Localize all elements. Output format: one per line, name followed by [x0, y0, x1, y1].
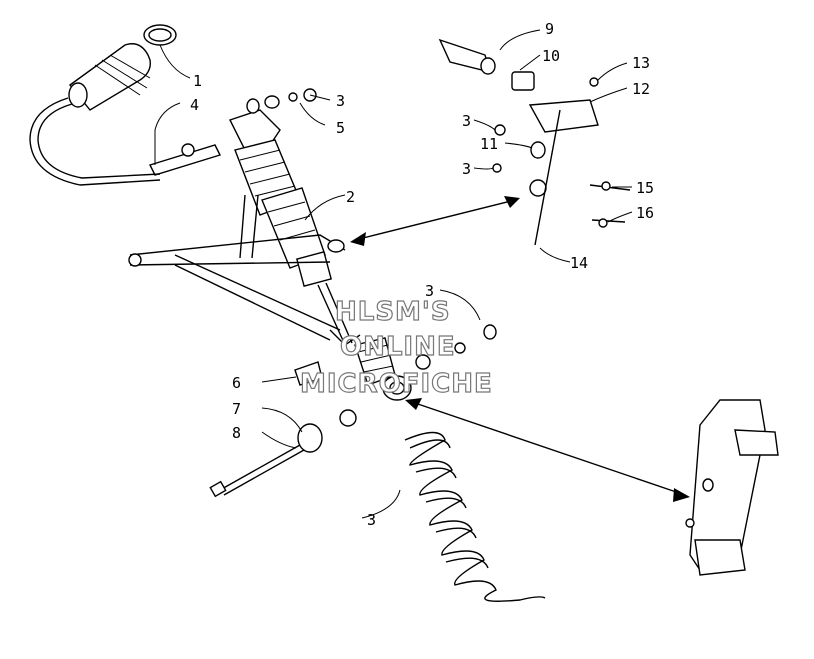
- assembly-arrows: [350, 196, 690, 502]
- adjuster-linkage: [438, 38, 631, 246]
- callout-2: 3: [367, 511, 376, 529]
- callout-9: 9: [545, 20, 554, 38]
- leader-lines: [154, 29, 633, 519]
- watermark-line-1: HLSM'S: [335, 297, 451, 327]
- callout-10: 10: [542, 47, 560, 65]
- callout-labels: 1 4 3 5 2 9 10 13 12 3 11 3 15 16 14 3 6…: [190, 20, 654, 529]
- callout-3-right-b: 3: [462, 160, 471, 178]
- callout-11: 11: [480, 135, 498, 153]
- callout-14: 14: [570, 254, 588, 272]
- callout-8: 8: [232, 424, 241, 442]
- a-arm-frame: [128, 194, 361, 346]
- watermark: HLSM'S ONLINE MICROFICHE: [299, 296, 493, 399]
- callout-5: 5: [336, 119, 345, 137]
- callout-15: 15: [636, 179, 654, 197]
- callout-12: 12: [632, 80, 650, 98]
- mid-hardware: [327, 239, 497, 370]
- callout-3-upper: 3: [336, 92, 345, 110]
- mounting-bracket: [685, 399, 779, 576]
- callout-4: 4: [190, 96, 199, 114]
- lower-bolt-hardware: [209, 361, 357, 498]
- callout-6: 6: [232, 374, 241, 392]
- shock-absorber: [229, 109, 412, 401]
- callout-7: 7: [232, 400, 241, 418]
- callout-16: 16: [636, 204, 654, 222]
- coil-spring: [404, 431, 546, 602]
- callout-3-middle: 3: [425, 282, 434, 300]
- callout-17: 1: [193, 72, 202, 90]
- callout-13: 13: [632, 54, 650, 72]
- reservoir-assembly: [29, 24, 177, 186]
- callout-3-right-a: 3: [462, 112, 471, 130]
- watermark-line-2: ONLINE: [340, 332, 456, 362]
- upper-hardware: [149, 88, 317, 176]
- watermark-line-3: MICROFICHE: [300, 369, 493, 399]
- callout-1: 2: [346, 188, 355, 206]
